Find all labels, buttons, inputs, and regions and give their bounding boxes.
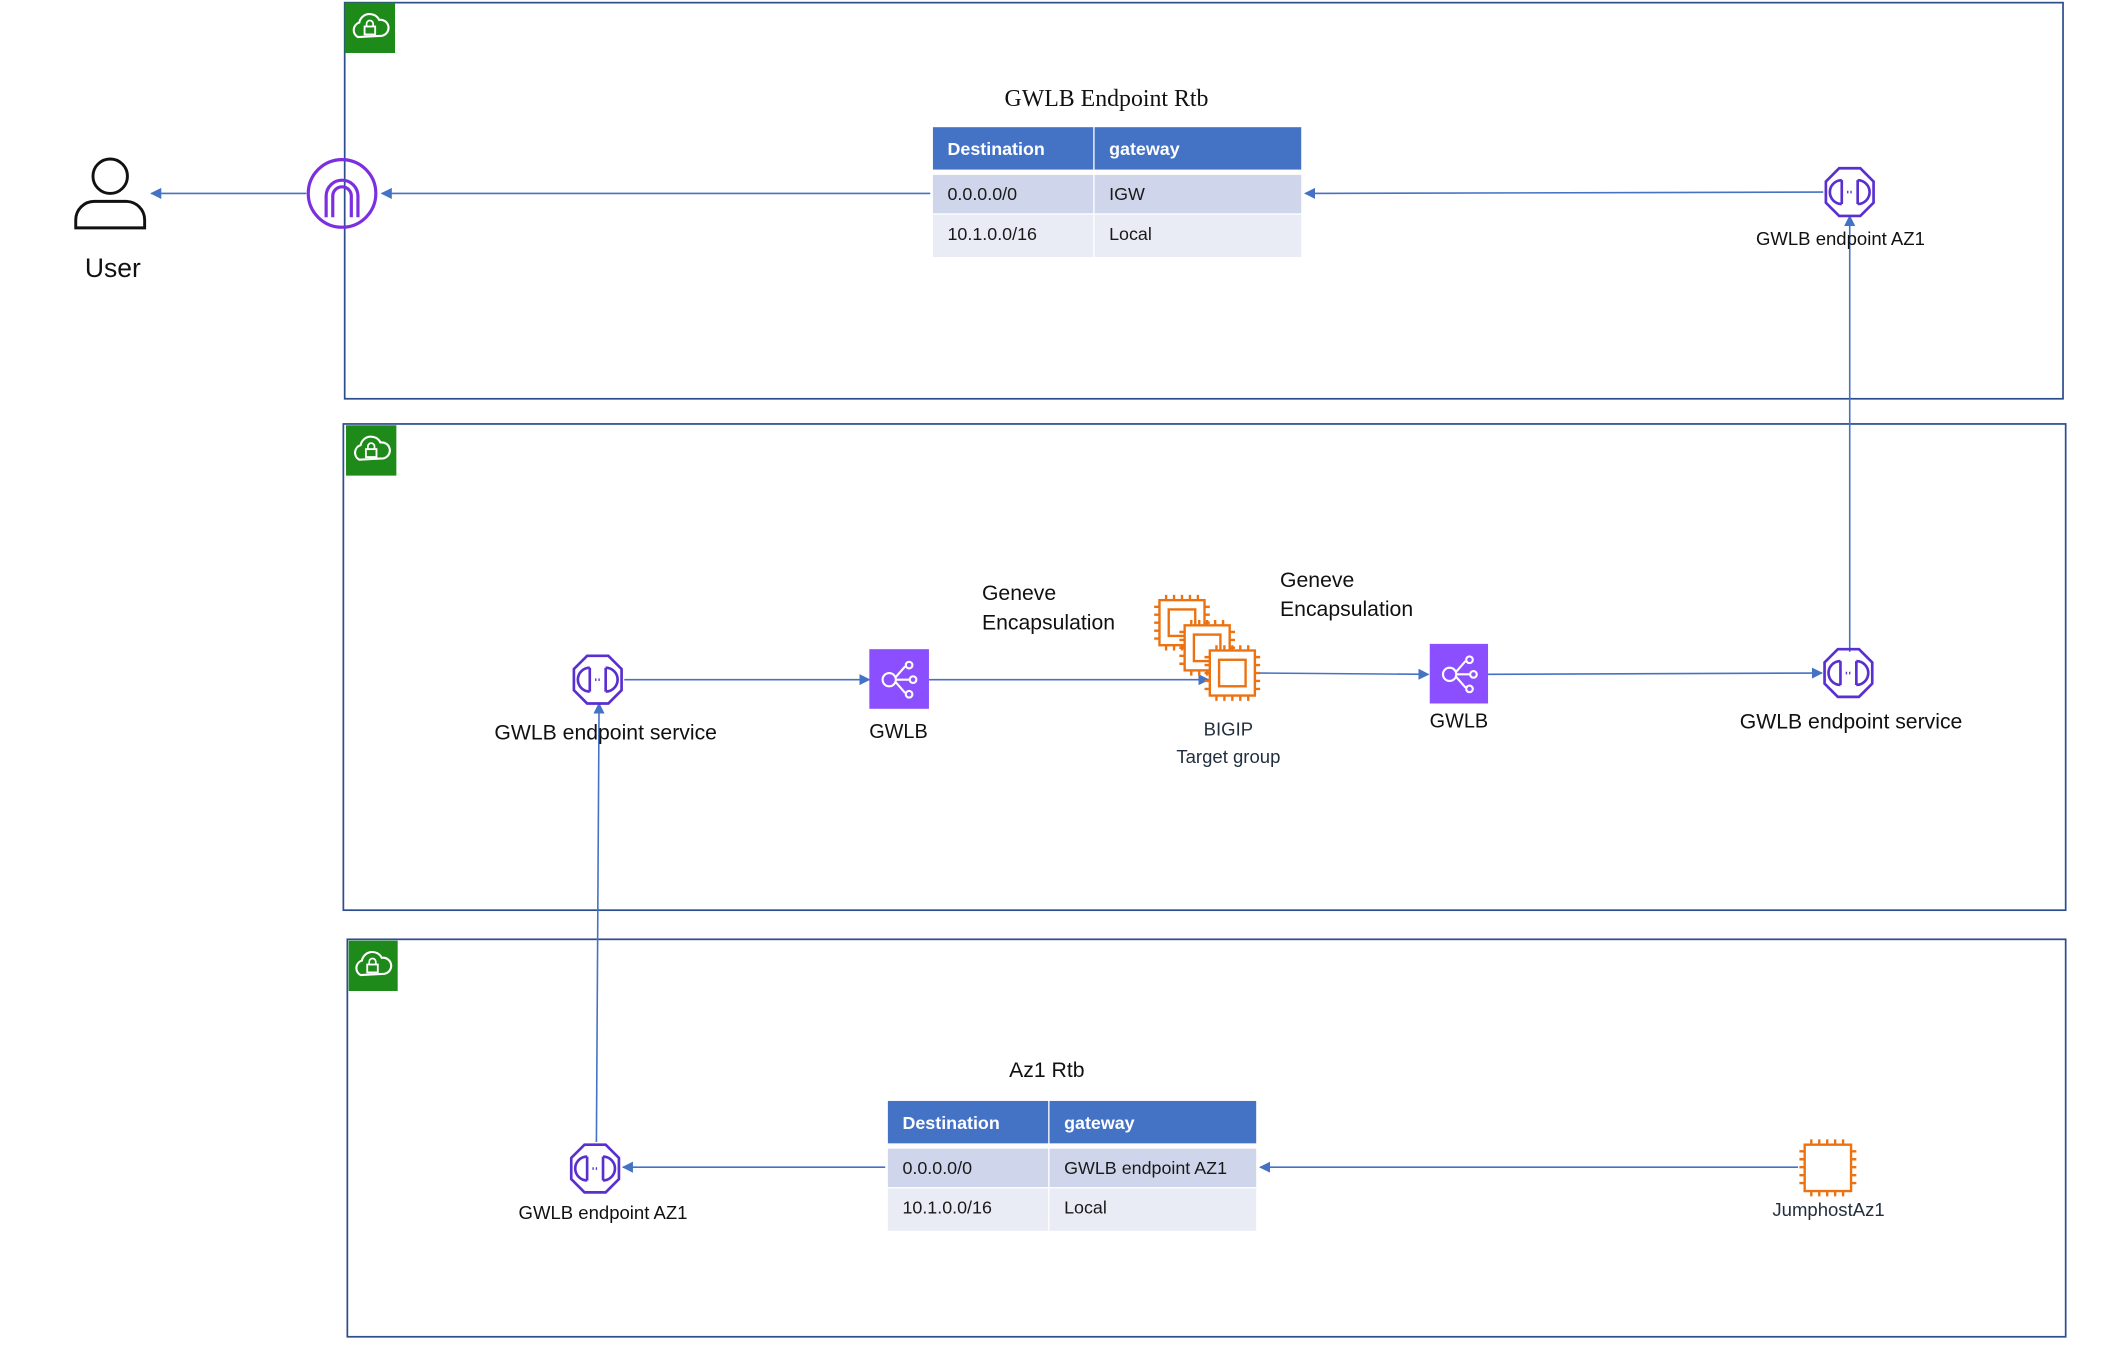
- table-cell: 10.1.0.0/16: [947, 224, 1037, 244]
- gwlb-endpoint-icon: [1824, 166, 1875, 218]
- table-header-gateway: gateway: [1064, 1113, 1135, 1133]
- vpc-top: [343, 1, 2064, 400]
- geneve-left-line2: Encapsulation: [982, 611, 1115, 634]
- table-cell: Local: [1109, 224, 1152, 244]
- gwlb-endpoint-icon: [1823, 647, 1874, 699]
- user-label: User: [85, 253, 141, 283]
- vpc-cloud-lock-icon: [348, 940, 398, 991]
- top-endpoint-label: GWLB endpoint AZ1: [1756, 228, 1925, 249]
- internet-gateway-icon: [306, 158, 378, 229]
- bigip-label: BIGIP: [1204, 718, 1253, 739]
- table-cell: GWLB endpoint AZ1: [1064, 1158, 1227, 1178]
- vpc-bottom: [346, 938, 2067, 1338]
- table-cell: 0.0.0.0/0: [902, 1158, 972, 1178]
- table-cell: 0.0.0.0/0: [947, 184, 1017, 204]
- geneve-right-line2: Encapsulation: [1280, 598, 1413, 621]
- table-header-destination: Destination: [947, 139, 1044, 159]
- gwlb-endpoint-icon: [572, 654, 623, 705]
- geneve-left-line1: Geneve: [982, 582, 1056, 605]
- gwlb-icon: [869, 649, 929, 709]
- gwlb-icon: [1429, 643, 1489, 704]
- arrow-gwlb-to-service: [1488, 667, 1824, 679]
- top-table-title: GWLB Endpoint Rtb: [1005, 86, 1209, 112]
- target-group-label: Target group: [1176, 746, 1280, 767]
- jumphost-label: JumphostAz1: [1772, 1199, 1884, 1220]
- ec2-instances-icon: [1154, 594, 1261, 701]
- gwlb-endpoint-icon: [569, 1143, 621, 1194]
- right-gwlb-label: GWLB: [1430, 710, 1488, 732]
- arrow-endpoint-to-service: [593, 702, 605, 1143]
- user-icon: [74, 157, 147, 230]
- table-cell: Local: [1064, 1198, 1107, 1218]
- table-header-gateway: gateway: [1109, 139, 1180, 159]
- vpc-middle: [342, 423, 2067, 912]
- vpc-cloud-lock-icon: [346, 425, 397, 476]
- ec2-instance-icon: [1799, 1139, 1857, 1197]
- arrow-endpoint-to-table: [1304, 187, 1824, 199]
- bottom-endpoint-label: GWLB endpoint AZ1: [519, 1202, 688, 1223]
- arrow-bigip-to-gwlb: [1258, 668, 1430, 680]
- geneve-right-line1: Geneve: [1280, 569, 1354, 592]
- bottom-table-title: Az1 Rtb: [1009, 1059, 1084, 1082]
- left-gwlb-label: GWLB: [869, 721, 927, 743]
- table-header-destination: Destination: [902, 1113, 999, 1133]
- table-cell: IGW: [1109, 184, 1145, 204]
- vpc-cloud-lock-icon: [344, 2, 396, 53]
- left-service-label: GWLB endpoint service: [494, 721, 717, 744]
- bottom-route-table: Az1 Rtb Destination gateway 0.0.0.0/0 GW…: [887, 1059, 1257, 1231]
- connectors: [150, 187, 1856, 1173]
- right-service-label: GWLB endpoint service: [1740, 711, 1963, 734]
- table-cell: 10.1.0.0/16: [902, 1198, 992, 1218]
- top-route-table: GWLB Endpoint Rtb Destination gateway 0.…: [932, 86, 1302, 258]
